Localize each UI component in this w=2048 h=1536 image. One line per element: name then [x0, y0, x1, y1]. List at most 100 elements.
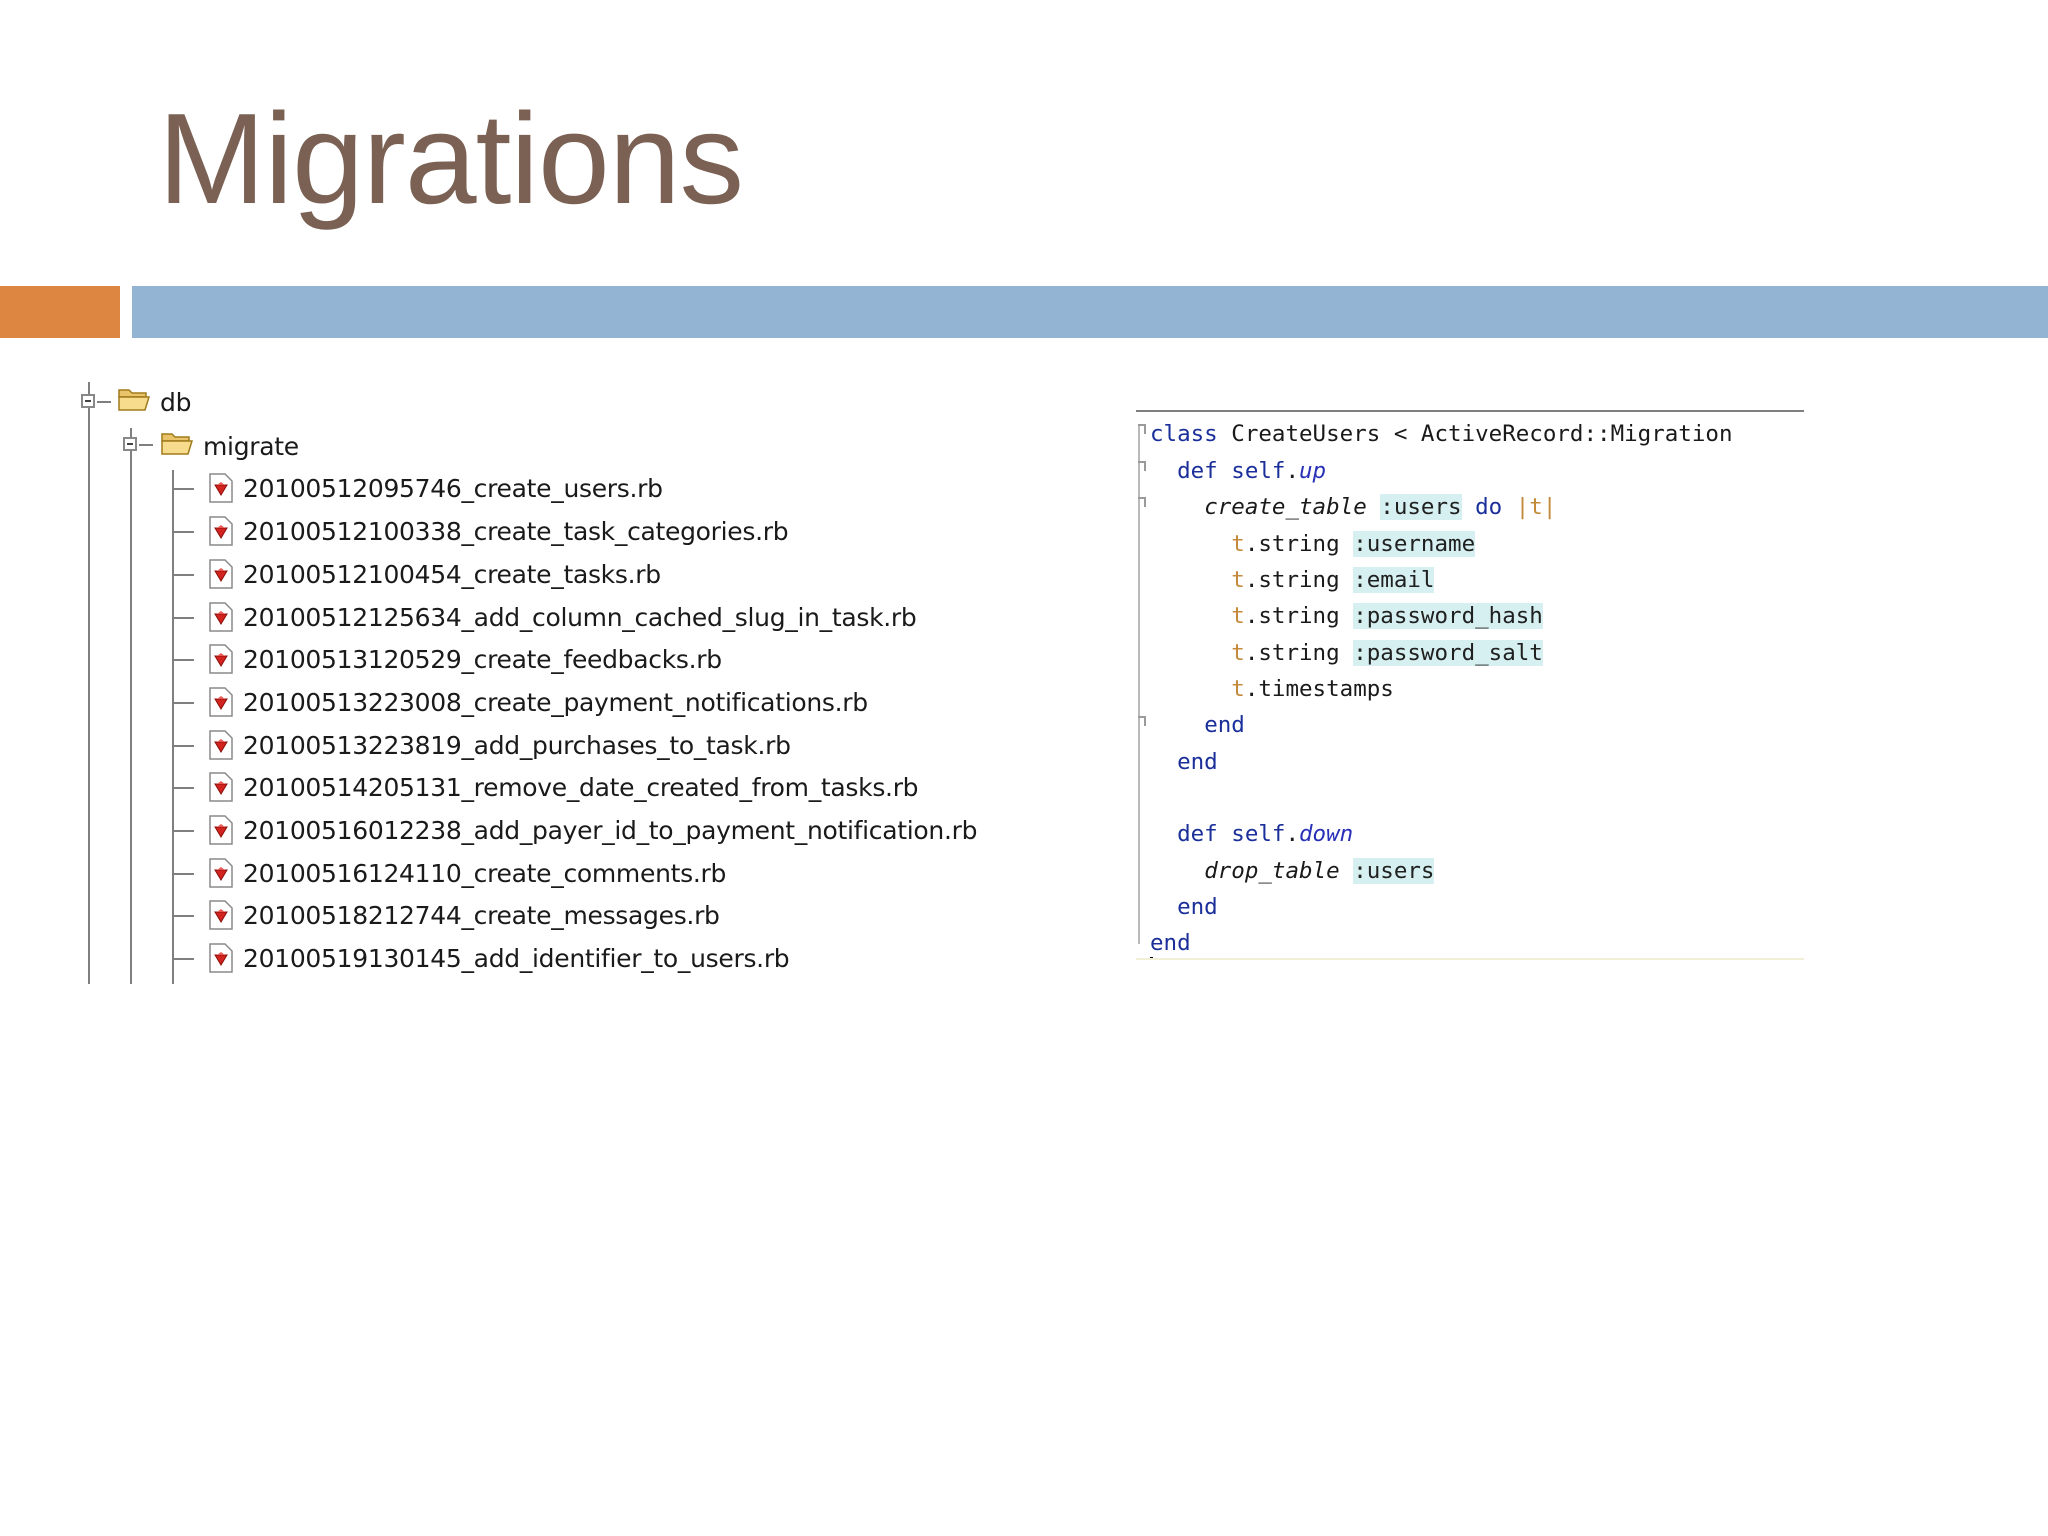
tree-file-item[interactable]: 20100519130145_add_identifier_to_users.r…	[0, 939, 1000, 979]
punctuation: .	[1285, 821, 1300, 847]
block-param: |t|	[1515, 494, 1557, 520]
editor-border	[1136, 958, 1804, 960]
keyword: end	[1150, 930, 1191, 956]
keyword: class	[1150, 421, 1218, 447]
tree-file-item[interactable]: 20100512095746_create_users.rb	[0, 469, 1000, 509]
tree-file-item[interactable]: 20100514205131_remove_date_created_from_…	[0, 768, 1000, 808]
tree-branch-line	[172, 574, 194, 576]
accent-bar-blue	[132, 286, 2048, 338]
tree-file-item[interactable]: 20100516124110_create_comments.rb	[0, 854, 1000, 894]
file-name: 20100512100454_create_tasks.rb	[243, 560, 661, 589]
tree-branch-line	[172, 617, 194, 619]
symbol: :email	[1353, 567, 1435, 593]
keyword: def	[1177, 821, 1218, 847]
method-name: up	[1299, 458, 1327, 484]
tree-branch-line	[172, 745, 194, 747]
folder-open-icon	[118, 389, 151, 411]
symbol: :password_hash	[1353, 603, 1543, 629]
tree-branch-line	[172, 915, 194, 917]
tree-file-item[interactable]: 20100513223008_create_payment_notificati…	[0, 683, 1000, 723]
symbol: :users	[1380, 494, 1462, 520]
tree-file-item[interactable]: 20100512125634_add_column_cached_slug_in…	[0, 598, 1000, 638]
ruby-file-icon	[209, 858, 233, 888]
code-line: class CreateUsers < ActiveRecord::Migrat…	[1150, 416, 1733, 452]
tree-item-migrate[interactable]: migrate	[203, 432, 299, 461]
tree-branch-line	[97, 401, 111, 403]
code-line: t.string :username	[1150, 526, 1476, 562]
file-name: 20100513223008_create_payment_notificati…	[243, 688, 868, 717]
tree-guide-line	[172, 470, 174, 984]
tree-guide-line	[130, 428, 132, 984]
code-line: end	[1150, 889, 1218, 925]
symbol: :users	[1353, 858, 1435, 884]
file-name: 20100513223819_add_purchases_to_task.rb	[243, 731, 791, 760]
tree-file-item[interactable]: 20100512100454_create_tasks.rb	[0, 555, 1000, 595]
folder-open-icon	[161, 433, 194, 455]
file-name: 20100518212744_create_messages.rb	[243, 901, 720, 930]
keyword: do	[1475, 494, 1503, 520]
symbol: :username	[1353, 531, 1476, 557]
file-name: 20100516012238_add_payer_id_to_payment_n…	[243, 816, 978, 845]
tree-branch-line	[172, 488, 194, 490]
ruby-file-icon	[209, 644, 233, 674]
tree-file-item[interactable]: 20100513120529_create_feedbacks.rb	[0, 640, 1000, 680]
code-line: def self.down	[1150, 816, 1353, 852]
code-line: t.string :email	[1150, 562, 1435, 598]
ruby-file-icon	[209, 943, 233, 973]
editor-border	[1136, 410, 1804, 412]
tree-file-item[interactable]: 20100513223819_add_purchases_to_task.rb	[0, 726, 1000, 766]
fold-marker[interactable]	[1138, 461, 1146, 471]
method-call: drop_table	[1204, 858, 1340, 884]
code-line: end	[1150, 744, 1218, 780]
block-var: t	[1231, 676, 1245, 702]
tree-file-item[interactable]: 20100516012238_add_payer_id_to_payment_n…	[0, 811, 1000, 851]
method-call: create_table	[1204, 494, 1367, 520]
method-call: .string	[1244, 640, 1340, 666]
file-name: 20100516124110_create_comments.rb	[243, 859, 727, 888]
block-var: t	[1231, 640, 1245, 666]
fold-marker[interactable]	[1138, 716, 1146, 726]
code-line: end	[1150, 707, 1245, 743]
tree-branch-line	[172, 659, 194, 661]
tree-file-item[interactable]: 20100518212744_create_messages.rb	[0, 896, 1000, 936]
code-line: drop_table :users	[1150, 853, 1435, 889]
symbol: :password_salt	[1353, 640, 1543, 666]
ruby-file-icon	[209, 900, 233, 930]
block-var: t	[1231, 531, 1245, 557]
keyword: self	[1231, 458, 1286, 484]
keyword: end	[1204, 712, 1245, 738]
code-line: def self.up	[1150, 453, 1326, 489]
fold-guide	[1138, 424, 1140, 944]
keyword: self	[1231, 821, 1286, 847]
code-line: t.timestamps	[1150, 671, 1394, 707]
ruby-file-icon	[209, 559, 233, 589]
ruby-file-icon	[209, 772, 233, 802]
tree-item-db[interactable]: db	[160, 388, 192, 417]
tree-branch-line	[172, 787, 194, 789]
fold-marker[interactable]	[1138, 497, 1146, 507]
collapse-toggle-db[interactable]	[81, 394, 95, 408]
tree-file-item[interactable]: 20100512100338_create_task_categories.rb	[0, 512, 1000, 552]
ruby-file-icon	[209, 602, 233, 632]
code-line: create_table :users do |t|	[1150, 489, 1556, 525]
keyword: end	[1177, 749, 1218, 775]
file-tree: db migrate 20100512095746_create_users.r…	[0, 0, 1000, 1000]
tree-branch-line	[172, 830, 194, 832]
file-name: 20100519130145_add_identifier_to_users.r…	[243, 944, 790, 973]
ruby-file-icon	[209, 473, 233, 503]
tree-guide-line	[88, 382, 90, 984]
ruby-file-icon	[209, 815, 233, 845]
code-line: t.string :password_salt	[1150, 635, 1543, 671]
fold-marker[interactable]	[1138, 424, 1146, 434]
class-declaration: CreateUsers < ActiveRecord::Migration	[1217, 421, 1733, 447]
file-name: 20100512095746_create_users.rb	[243, 474, 663, 503]
ruby-file-icon	[209, 730, 233, 760]
collapse-toggle-migrate[interactable]	[123, 437, 137, 451]
method-call: .timestamps	[1244, 676, 1394, 702]
code-editor[interactable]: class CreateUsers < ActiveRecord::Migrat…	[1136, 410, 1804, 962]
tree-branch-line	[139, 444, 153, 446]
accent-bar-orange	[0, 286, 120, 338]
file-name: 20100512125634_add_column_cached_slug_in…	[243, 603, 917, 632]
ruby-file-icon	[209, 516, 233, 546]
file-name: 20100512100338_create_task_categories.rb	[243, 517, 789, 546]
